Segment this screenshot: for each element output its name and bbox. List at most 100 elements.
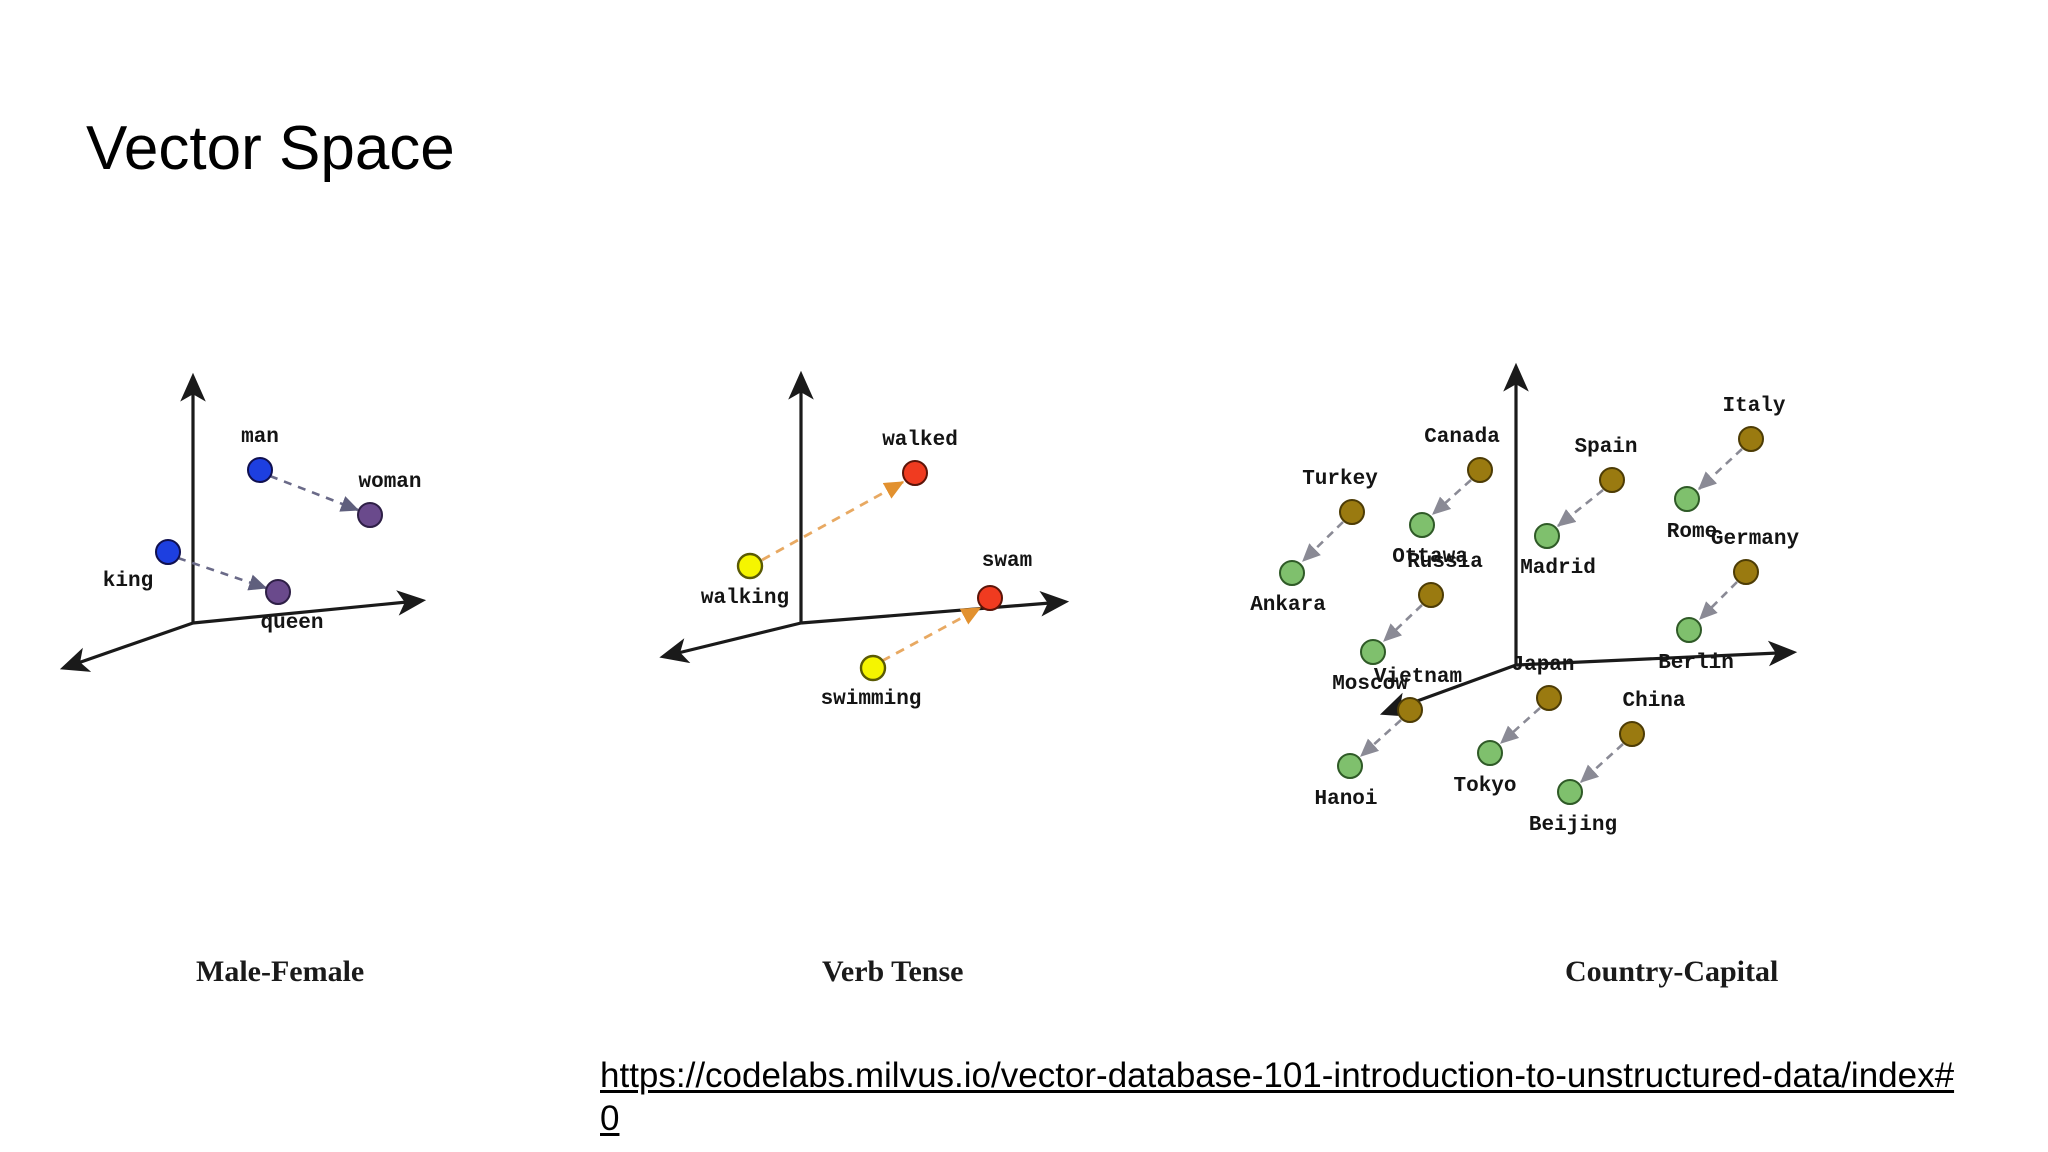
- verb-tense-svg: walked walking swam swimming: [659, 370, 1070, 711]
- node-vietnam[interactable]: Vietnam: [1374, 666, 1462, 723]
- dot-moscow[interactable]: [1360, 639, 1386, 665]
- node-madrid[interactable]: Madrid: [1520, 523, 1596, 580]
- dot-italy[interactable]: [1738, 426, 1764, 452]
- caption-male-female: Male-Female: [196, 955, 365, 988]
- node-ottawa[interactable]: Ottawa: [1392, 512, 1468, 569]
- arrow-swimming-swam: [881, 606, 982, 663]
- arrow-king-queen: [177, 556, 268, 591]
- arrow-walking-walked: [761, 480, 905, 562]
- node-man[interactable]: man: [241, 426, 279, 483]
- node-berlin[interactable]: Berlin: [1658, 617, 1734, 675]
- page-title: Vector Space: [86, 114, 455, 183]
- dot-queen[interactable]: [265, 579, 291, 605]
- dot-ottawa[interactable]: [1409, 512, 1435, 538]
- label-beijing: Beijing: [1529, 814, 1617, 837]
- node-italy[interactable]: Italy: [1722, 395, 1786, 452]
- relation-arrows: [761, 480, 982, 663]
- label-ankara: Ankara: [1250, 594, 1326, 617]
- dot-tokyo[interactable]: [1477, 740, 1503, 766]
- node-russia[interactable]: Russia: [1407, 551, 1483, 608]
- dot-king[interactable]: [155, 539, 181, 565]
- dot-vietnam[interactable]: [1397, 697, 1423, 723]
- dot-man[interactable]: [247, 457, 273, 483]
- dot-woman[interactable]: [357, 502, 383, 528]
- figure-male-female: man woman king queen: [59, 370, 580, 790]
- label-ottawa: Ottawa: [1392, 546, 1468, 569]
- node-ankara[interactable]: Ankara: [1250, 560, 1326, 617]
- node-canada[interactable]: Canada: [1424, 426, 1500, 483]
- dot-china[interactable]: [1619, 721, 1645, 747]
- dot-walked[interactable]: [902, 460, 928, 486]
- dot-spain[interactable]: [1599, 467, 1625, 493]
- arrow-germany-berlin: [1699, 581, 1738, 620]
- label-walked: walked: [882, 429, 958, 452]
- label-woman: woman: [358, 471, 421, 494]
- axis-x: [800, 591, 1070, 625]
- label-rome: Rome: [1667, 521, 1717, 544]
- arrow-italy-rome: [1698, 448, 1743, 490]
- country-capital-svg: Turkey Ankara Canada Ottawa Russia Mosco…: [1250, 362, 1800, 837]
- node-walked[interactable]: walked: [882, 429, 958, 486]
- node-moscow[interactable]: Moscow: [1332, 639, 1408, 696]
- dot-turkey[interactable]: [1339, 499, 1365, 525]
- node-woman[interactable]: woman: [357, 471, 422, 528]
- dot-walking[interactable]: [736, 552, 764, 580]
- arrow-vietnam-hanoi: [1360, 719, 1402, 757]
- caption-country-capital: Country-Capital: [1565, 955, 1779, 988]
- node-tokyo[interactable]: Tokyo: [1453, 740, 1517, 798]
- dot-canada[interactable]: [1467, 457, 1493, 483]
- axes-group: [59, 372, 427, 672]
- label-berlin: Berlin: [1658, 652, 1734, 675]
- dot-swimming[interactable]: [859, 654, 887, 682]
- arrow-japan-tokyo: [1500, 707, 1541, 744]
- dot-russia[interactable]: [1418, 582, 1444, 608]
- dot-swam[interactable]: [977, 585, 1003, 611]
- dot-germany[interactable]: [1733, 559, 1759, 585]
- label-hanoi: Hanoi: [1314, 788, 1377, 811]
- dot-madrid[interactable]: [1534, 523, 1560, 549]
- axis-x: [1515, 640, 1798, 667]
- dot-beijing[interactable]: [1557, 779, 1583, 805]
- label-king: king: [103, 570, 153, 593]
- relation-arrows: [177, 474, 360, 591]
- label-germany: Germany: [1711, 528, 1800, 551]
- dot-berlin[interactable]: [1676, 617, 1702, 643]
- dot-hanoi[interactable]: [1337, 753, 1363, 779]
- arrow-spain-madrid: [1556, 488, 1604, 528]
- arrow-turkey-ankara: [1302, 521, 1344, 562]
- node-beijing[interactable]: Beijing: [1529, 779, 1617, 837]
- node-japan[interactable]: Japan: [1511, 654, 1575, 711]
- label-queen: queen: [260, 612, 323, 635]
- node-walking[interactable]: walking: [701, 552, 789, 610]
- node-swam[interactable]: swam: [977, 550, 1032, 611]
- figure-verb-tense: walked walking swam swimming: [659, 370, 1180, 790]
- arrow-man-woman: [269, 474, 360, 512]
- axes-group: [659, 370, 1070, 664]
- dot-japan[interactable]: [1536, 685, 1562, 711]
- label-moscow: Moscow: [1332, 673, 1408, 696]
- node-rome[interactable]: Rome: [1667, 486, 1717, 544]
- axis-x: [192, 590, 427, 625]
- label-turkey: Turkey: [1302, 468, 1378, 491]
- label-italy: Italy: [1722, 395, 1785, 418]
- node-spain[interactable]: Spain: [1574, 436, 1638, 493]
- dot-rome[interactable]: [1674, 486, 1700, 512]
- label-china: China: [1622, 690, 1685, 713]
- node-turkey[interactable]: Turkey: [1302, 468, 1378, 525]
- arrow-china-beijing: [1580, 743, 1624, 783]
- dot-ankara[interactable]: [1279, 560, 1305, 586]
- label-madrid: Madrid: [1520, 557, 1596, 580]
- label-walking: walking: [701, 587, 789, 610]
- arrow-russia-moscow: [1383, 604, 1423, 642]
- node-china[interactable]: China: [1619, 690, 1686, 747]
- label-swam: swam: [982, 550, 1032, 573]
- label-swimming: swimming: [821, 688, 922, 711]
- label-man: man: [241, 426, 279, 449]
- node-queen[interactable]: queen: [260, 579, 324, 635]
- node-king[interactable]: king: [103, 539, 181, 593]
- label-vietnam: Vietnam: [1374, 666, 1462, 689]
- node-germany[interactable]: Germany: [1711, 528, 1800, 585]
- node-swimming[interactable]: swimming: [821, 654, 922, 711]
- node-hanoi[interactable]: Hanoi: [1314, 753, 1378, 811]
- source-url-link[interactable]: https://codelabs.milvus.io/vector-databa…: [600, 1056, 1955, 1138]
